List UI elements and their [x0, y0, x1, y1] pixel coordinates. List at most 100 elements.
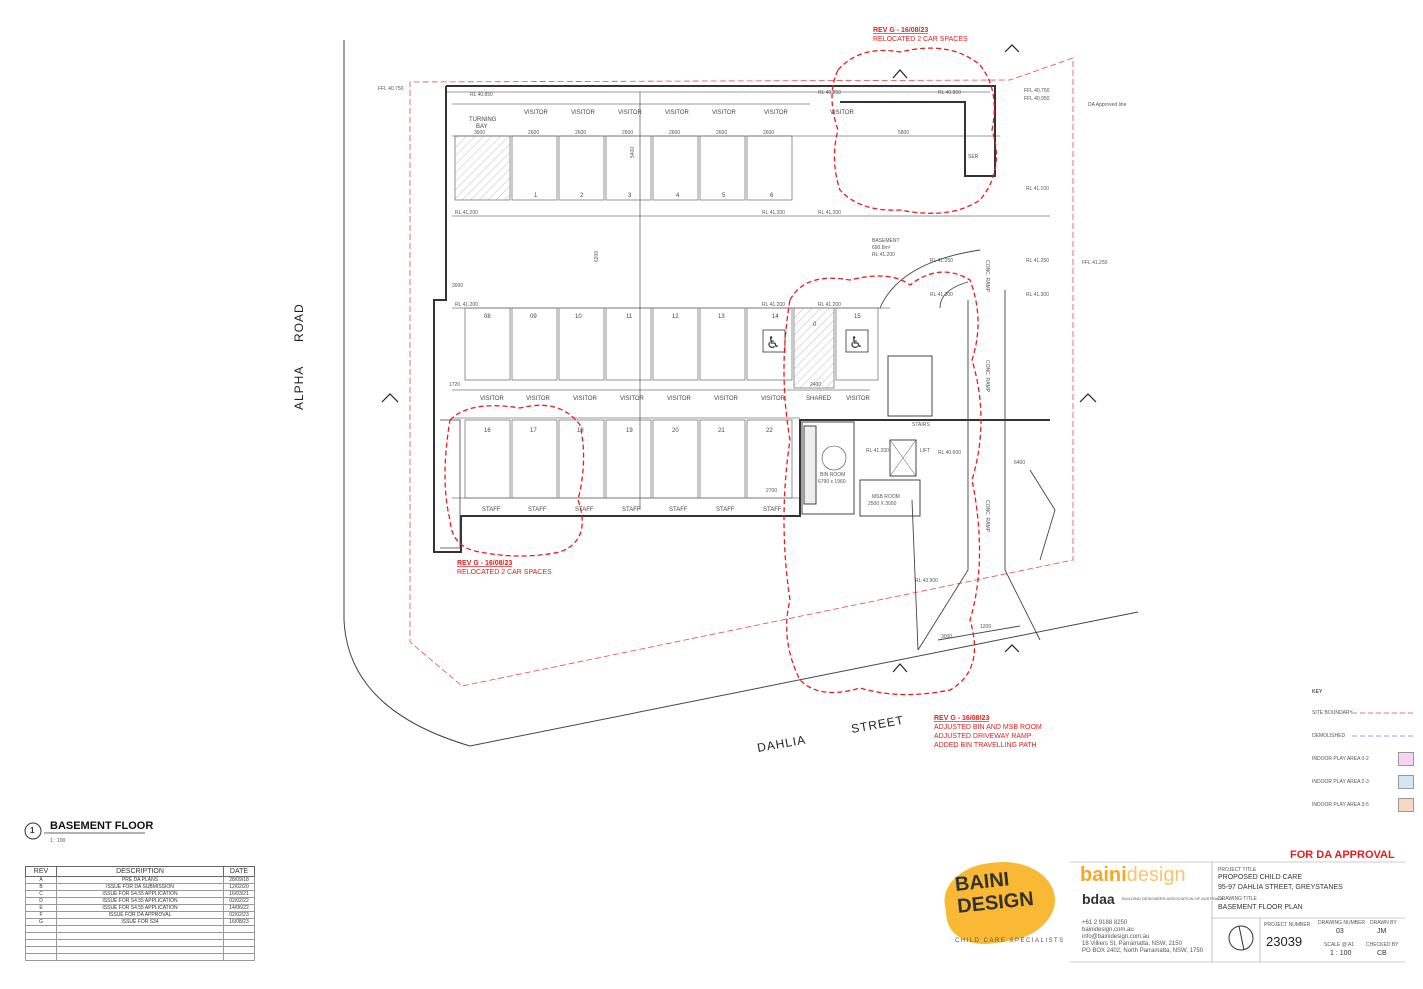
revision-clouds	[444, 47, 998, 696]
svg-text:18: 18	[577, 428, 584, 434]
svg-text:3600: 3600	[474, 130, 485, 136]
drawing-number: 1	[30, 826, 35, 835]
svg-text:21: 21	[718, 428, 725, 434]
svg-text:22: 22	[766, 428, 773, 434]
svg-text:FFL 40.750: FFL 40.750	[378, 86, 404, 92]
svg-text:VISITOR: VISITOR	[714, 396, 739, 402]
svg-text:VISITOR: VISITOR	[524, 110, 549, 116]
bdaa-note: BUILDING DESIGNERS ASSOCIATION OF AUSTRA…	[1122, 896, 1224, 901]
svg-text:MSB ROOM: MSB ROOM	[872, 494, 900, 500]
svg-text:FFL 40.950: FFL 40.950	[1024, 96, 1050, 102]
driveway-ramp	[879, 249, 1056, 651]
svg-text:1: 1	[534, 193, 538, 199]
svg-text:ADDED BIN TRAVELLING PATH: ADDED BIN TRAVELLING PATH	[934, 742, 1037, 749]
svg-text:RL 41.200: RL 41.200	[455, 210, 478, 216]
svg-text:12: 12	[672, 314, 679, 320]
svg-text:13: 13	[718, 314, 725, 320]
svg-text:STAFF: STAFF	[482, 507, 501, 513]
key-item-demolished: DEMOLISHED	[1312, 733, 1346, 739]
contact-phone: +61 2 9188 8250	[1082, 920, 1128, 926]
kerb-lines	[343, 40, 1139, 747]
revision-note-left: REV G - 16/08/23 RELOCATED 2 CAR SPACES	[457, 560, 552, 576]
svg-text:RL 41.200: RL 41.200	[455, 302, 478, 308]
svg-text:♿: ♿	[849, 333, 863, 352]
street-label-dahlia: DAHLIA	[756, 733, 807, 755]
svg-text:REV G - 16/08/23: REV G - 16/08/23	[457, 560, 512, 567]
key-item-site-boundary: SITE BOUNDARY	[1312, 710, 1353, 716]
svg-text:ADJUSTED BIN AND MSB ROOM: ADJUSTED BIN AND MSB ROOM	[934, 724, 1042, 731]
level-labels: FFL 40.750 RL 40.850 RL 41.200 RL 41.200…	[378, 86, 1127, 584]
project-title-label: PROJECT TITLE	[1218, 867, 1257, 873]
svg-text:2600: 2600	[575, 130, 586, 136]
svg-text:6790 x 1960: 6790 x 1960	[818, 479, 846, 485]
accessible-parking-icon: ♿	[845, 329, 869, 353]
svg-text:20: 20	[672, 428, 679, 434]
bdaa-logo: bdaa	[1082, 891, 1115, 907]
svg-text:11: 11	[626, 314, 633, 320]
service-rooms	[440, 355, 933, 549]
svg-text:♿: ♿	[766, 333, 780, 352]
svg-text:4: 4	[676, 193, 680, 199]
key-item-play-0-2: INDOOR PLAY AREA 0-2	[1312, 756, 1369, 762]
svg-text:17: 17	[530, 428, 537, 434]
key-swatch-play-0-2	[1398, 752, 1414, 766]
svg-text:REV G - 16/08/23: REV G - 16/08/23	[873, 27, 928, 34]
key-swatch-play-3-5	[1398, 798, 1414, 812]
svg-text:BAY: BAY	[476, 124, 488, 130]
svg-text:RL 41.200: RL 41.200	[866, 448, 889, 454]
bottom-parking-row	[464, 419, 793, 499]
top-row-labels: TURNING BAY 3600 VISITOR VISITOR VISITOR…	[469, 110, 909, 199]
svg-text:RL 41.200: RL 41.200	[818, 210, 841, 216]
contact-po-box: PO BOX 2402, North Parramatta, NSW, 1750	[1082, 948, 1204, 954]
room-labels: BASEMENT 690.8m² RL 41.200 BIN ROOM 6790…	[818, 154, 1025, 640]
svg-text:RL 41.300: RL 41.300	[1026, 292, 1049, 298]
table-row	[25, 932, 255, 940]
bottom-row-labels: 16 17 18 19 20 21 22 STAFF STAFF STAFF S…	[482, 428, 782, 513]
contact-address: 18 Villiers St, Parramatta, NSW, 2150	[1082, 941, 1182, 947]
svg-text:CONC. RAMP: CONC. RAMP	[984, 360, 990, 393]
checked-by-value: CB	[1377, 950, 1387, 957]
svg-text:FFL 41.250: FFL 41.250	[1082, 260, 1108, 266]
svg-text:VISITOR: VISITOR	[830, 110, 855, 116]
svg-text:VISITOR: VISITOR	[620, 396, 645, 402]
svg-text:RL 40.850: RL 40.850	[818, 90, 841, 96]
svg-text:SHARED: SHARED	[806, 396, 832, 402]
middle-parking-row	[464, 307, 879, 389]
title-block-lines	[1070, 861, 1405, 963]
svg-text:RELOCATED 2 CAR SPACES: RELOCATED 2 CAR SPACES	[457, 569, 552, 576]
street-label-street: STREET	[850, 713, 905, 736]
svg-text:5: 5	[722, 193, 726, 199]
drawing-number-value: 03	[1336, 928, 1344, 935]
svg-text:RL 41.200: RL 41.200	[762, 302, 785, 308]
svg-text:09: 09	[530, 314, 537, 320]
svg-text:RL 41.250: RL 41.250	[1026, 258, 1049, 264]
svg-text:2: 2	[580, 193, 584, 199]
svg-text:FFL 40.750: FFL 40.750	[1024, 88, 1050, 94]
drawing-name: BASEMENT FLOOR	[50, 820, 154, 832]
svg-text:CONC. RAMP: CONC. RAMP	[984, 500, 990, 533]
rev-header-description: DESCRIPTION	[56, 866, 224, 877]
svg-text:RL 41.200: RL 41.200	[818, 302, 841, 308]
svg-text:RL 40.850: RL 40.850	[470, 92, 493, 98]
svg-text:STAFF: STAFF	[622, 507, 641, 513]
svg-text:690.8m²: 690.8m²	[872, 245, 891, 251]
svg-text:RL 41.250: RL 41.250	[930, 258, 953, 264]
contact-email: info@bainidesign.com.au	[1082, 934, 1150, 940]
scale-value: 1 : 100	[1330, 950, 1352, 957]
drawing-title: BASEMENT FLOOR PLAN	[1218, 904, 1303, 911]
table-row	[25, 953, 255, 961]
svg-text:VISITOR: VISITOR	[571, 110, 596, 116]
svg-text:RL 41.300: RL 41.300	[930, 292, 953, 298]
svg-text:1720: 1720	[449, 382, 460, 388]
svg-text:3: 3	[628, 193, 632, 199]
svg-text:TURNING: TURNING	[469, 117, 497, 123]
svg-text:RL 40.850: RL 40.850	[938, 90, 961, 96]
project-number-label: PROJECT NUMBER	[1264, 922, 1311, 928]
